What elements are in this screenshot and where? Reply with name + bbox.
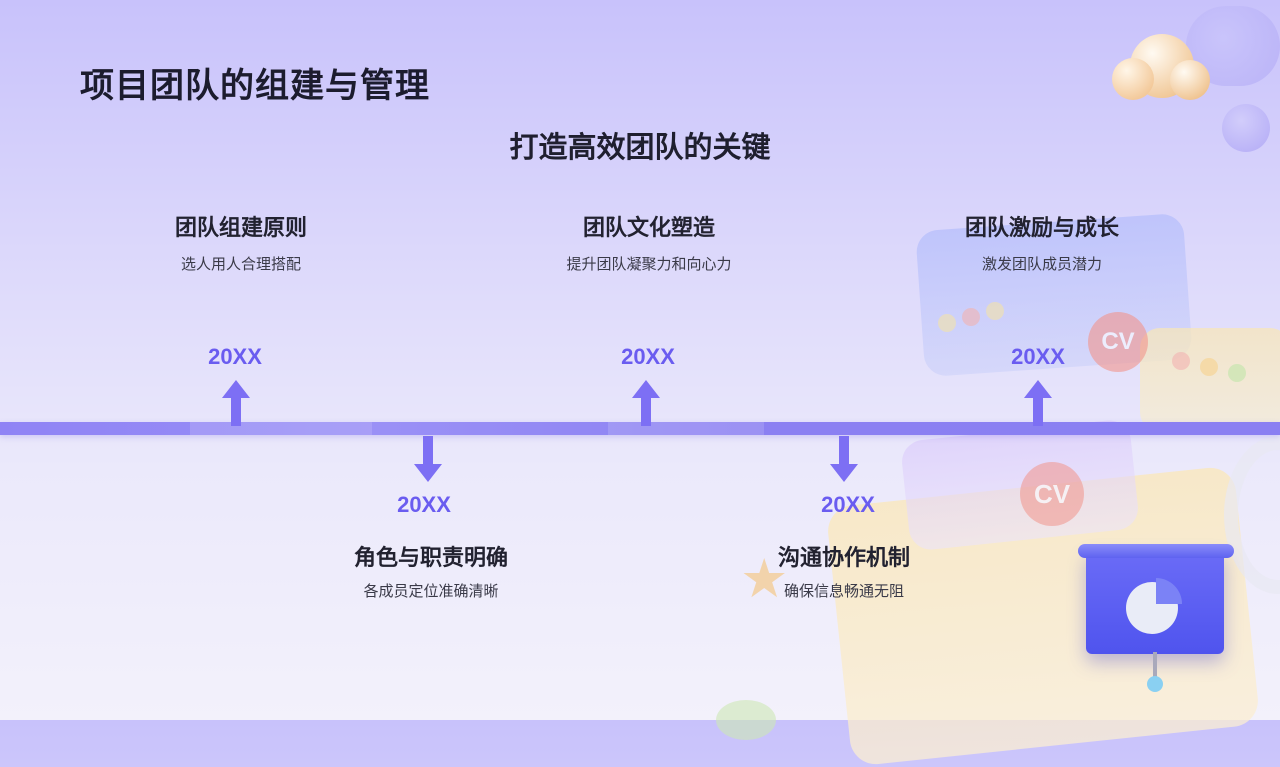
orb-icon	[1222, 104, 1270, 152]
window-dot-icon	[1172, 352, 1190, 370]
cloud-icon	[1170, 60, 1210, 100]
arrow-down-icon	[830, 436, 858, 482]
cloud-icon	[1112, 58, 1154, 100]
leaf-icon	[716, 700, 776, 740]
page-title: 项目团队的组建与管理	[80, 66, 430, 106]
milestone-year: 20XX	[621, 344, 675, 369]
window-icon	[1140, 328, 1280, 432]
milestone-title: 团队文化塑造	[582, 216, 715, 241]
milestone-desc: 激发团队成员潜力	[981, 255, 1102, 273]
presentation-pole	[1153, 652, 1157, 682]
window-icon	[899, 418, 1141, 552]
window-dot-icon	[1200, 358, 1218, 376]
milestone-year: 20XX	[208, 344, 262, 369]
cloud-icon	[1130, 34, 1194, 98]
arrow-up-icon	[1024, 380, 1052, 426]
milestone-year: 20XX	[1011, 344, 1065, 369]
window-dot-icon	[1228, 364, 1246, 382]
presentation-rod	[1078, 544, 1234, 558]
milestone-title: 团队激励与成长	[964, 216, 1119, 241]
orb-icon	[1186, 6, 1280, 86]
window-dot-icon	[962, 308, 980, 326]
arrow-up-icon	[632, 380, 660, 426]
milestone-desc: 各成员定位准确清晰	[363, 582, 499, 600]
presentation-foot	[1147, 676, 1163, 692]
arrow-up-icon	[222, 380, 250, 426]
ring-icon	[1224, 436, 1280, 594]
window-dot-icon	[938, 314, 956, 332]
presentation-board-icon	[1086, 550, 1224, 654]
arrow-down-icon	[414, 436, 442, 482]
cv-badge-icon: CV	[1020, 462, 1084, 526]
milestone-desc: 确保信息畅通无阻	[783, 582, 904, 600]
milestone-desc: 选人用人合理搭配	[180, 255, 301, 273]
milestone-desc: 提升团队凝聚力和向心力	[566, 255, 732, 273]
milestone-title: 角色与职责明确	[353, 546, 508, 571]
milestone-year: 20XX	[821, 492, 875, 517]
timeline-bar	[0, 422, 1280, 435]
window-dot-icon	[986, 302, 1004, 320]
milestone-title: 团队组建原则	[174, 216, 307, 241]
page-subtitle: 打造高效团队的关键	[509, 130, 771, 164]
pie-chart-icon	[1126, 578, 1182, 634]
milestone-title: 沟通协作机制	[777, 546, 910, 571]
milestone-year: 20XX	[397, 492, 451, 517]
